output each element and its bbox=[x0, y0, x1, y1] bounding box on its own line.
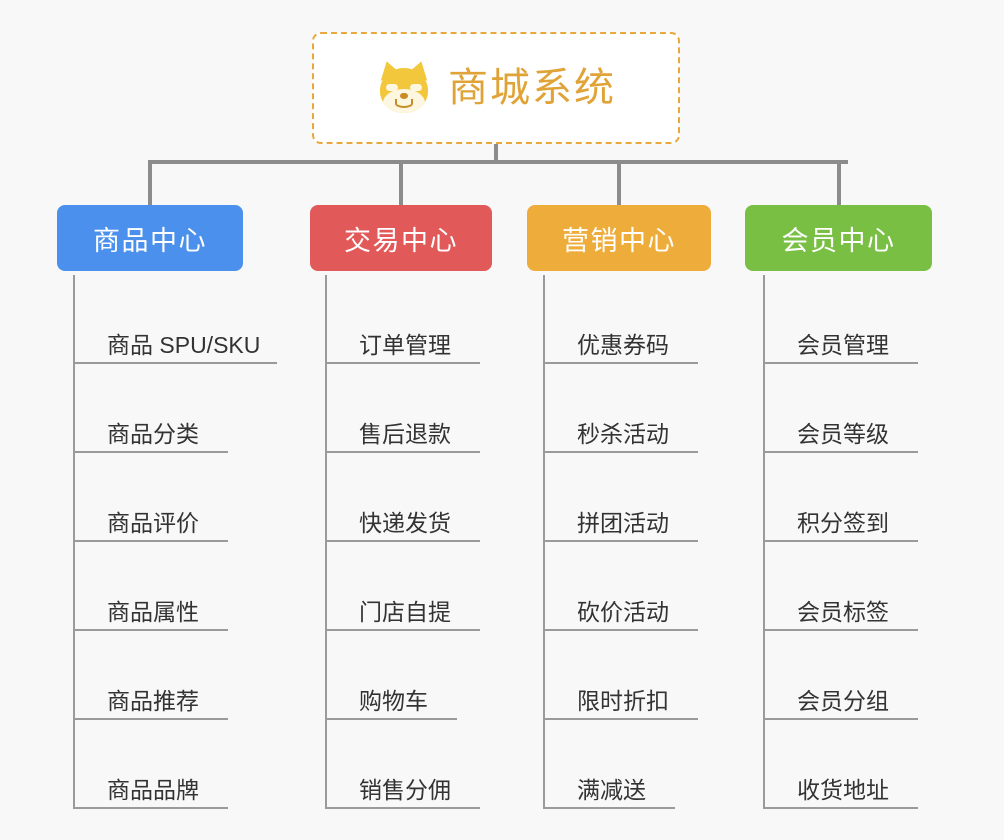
connector-drop-product-center bbox=[148, 160, 152, 208]
leaf-underline bbox=[325, 362, 480, 364]
category-box-marketing-center[interactable]: 营销中心 bbox=[527, 205, 711, 271]
leaf-item[interactable]: 商品评价 bbox=[73, 453, 278, 542]
leaf-label: 快递发货 bbox=[359, 510, 451, 536]
leaf-item[interactable]: 会员等级 bbox=[763, 364, 918, 453]
leaf-item[interactable]: 快递发货 bbox=[325, 453, 480, 542]
leaf-underline bbox=[763, 807, 918, 809]
leaf-underline bbox=[73, 540, 228, 542]
leaf-list-product-center: 商品 SPU/SKU 商品分类商品评价商品属性商品推荐商品品牌 bbox=[73, 275, 278, 809]
leaf-label: 订单管理 bbox=[359, 332, 451, 358]
connector-drop-trade-center bbox=[399, 160, 403, 208]
leaf-underline bbox=[763, 362, 918, 364]
leaf-label: 收货地址 bbox=[797, 777, 889, 803]
leaf-label: 购物车 bbox=[359, 688, 428, 714]
leaf-underline bbox=[73, 362, 277, 364]
leaf-item[interactable]: 商品推荐 bbox=[73, 631, 278, 720]
root-title: 商城系统 bbox=[448, 66, 616, 110]
leaf-underline bbox=[763, 629, 918, 631]
leaf-label: 会员等级 bbox=[797, 421, 889, 447]
leaf-label: 商品分类 bbox=[107, 421, 199, 447]
leaf-underline bbox=[763, 451, 918, 453]
leaf-item[interactable]: 销售分佣 bbox=[325, 720, 480, 809]
leaf-item[interactable]: 秒杀活动 bbox=[543, 364, 698, 453]
leaf-item[interactable]: 会员管理 bbox=[763, 275, 918, 364]
connector-drop-marketing-center bbox=[617, 160, 621, 208]
leaf-underline bbox=[543, 362, 698, 364]
leaf-item[interactable]: 商品 SPU/SKU bbox=[73, 275, 278, 364]
category-label: 交易中心 bbox=[344, 225, 458, 256]
leaf-underline bbox=[73, 629, 228, 631]
leaf-label: 销售分佣 bbox=[359, 777, 451, 803]
root-node[interactable]: 商城系统 bbox=[312, 32, 680, 144]
leaf-label: 优惠券码 bbox=[577, 332, 669, 358]
connector-stem bbox=[494, 144, 498, 164]
leaf-item[interactable]: 商品分类 bbox=[73, 364, 278, 453]
leaf-underline bbox=[325, 718, 457, 720]
leaf-trunk bbox=[325, 275, 327, 809]
leaf-item[interactable]: 订单管理 bbox=[325, 275, 480, 364]
leaf-underline bbox=[543, 718, 698, 720]
leaf-item[interactable]: 拼团活动 bbox=[543, 453, 698, 542]
leaf-underline bbox=[325, 451, 480, 453]
leaf-label: 门店自提 bbox=[359, 599, 451, 625]
leaf-label: 商品品牌 bbox=[107, 777, 199, 803]
leaf-label: 售后退款 bbox=[359, 421, 451, 447]
leaf-label: 满减送 bbox=[577, 777, 646, 803]
leaf-item[interactable]: 收货地址 bbox=[763, 720, 918, 809]
leaf-list-marketing-center: 优惠券码秒杀活动拼团活动砍价活动限时折扣满减送 bbox=[543, 275, 698, 809]
leaf-label: 拼团活动 bbox=[577, 510, 669, 536]
leaf-underline bbox=[543, 629, 698, 631]
leaf-underline bbox=[73, 718, 228, 720]
leaf-trunk bbox=[543, 275, 545, 809]
leaf-underline bbox=[543, 451, 698, 453]
leaf-label: 砍价活动 bbox=[577, 599, 669, 625]
category-label: 商品中心 bbox=[93, 225, 207, 256]
leaf-label: 商品 SPU/SKU bbox=[107, 332, 261, 358]
leaf-trunk bbox=[73, 275, 75, 809]
leaf-underline bbox=[325, 807, 480, 809]
category-label: 营销中心 bbox=[562, 225, 676, 256]
leaf-label: 积分签到 bbox=[797, 510, 889, 536]
leaf-label: 会员分组 bbox=[797, 688, 889, 714]
leaf-item[interactable]: 购物车 bbox=[325, 631, 469, 720]
leaf-underline bbox=[325, 629, 480, 631]
leaf-label: 会员标签 bbox=[797, 599, 889, 625]
leaf-item[interactable]: 售后退款 bbox=[325, 364, 480, 453]
leaf-item[interactable]: 商品属性 bbox=[73, 542, 278, 631]
leaf-underline bbox=[763, 718, 918, 720]
connector-drop-member-center bbox=[837, 160, 841, 208]
category-box-member-center[interactable]: 会员中心 bbox=[745, 205, 932, 271]
leaf-label: 商品属性 bbox=[107, 599, 199, 625]
leaf-list-trade-center: 订单管理售后退款快递发货门店自提购物车销售分佣 bbox=[325, 275, 480, 809]
category-label: 会员中心 bbox=[781, 225, 896, 256]
shiba-dog-icon bbox=[376, 58, 432, 116]
category-box-product-center[interactable]: 商品中心 bbox=[57, 205, 243, 271]
leaf-item[interactable]: 会员标签 bbox=[763, 542, 918, 631]
leaf-trunk bbox=[763, 275, 765, 809]
leaf-item[interactable]: 限时折扣 bbox=[543, 631, 698, 720]
leaf-item[interactable]: 门店自提 bbox=[325, 542, 480, 631]
leaf-underline bbox=[325, 540, 480, 542]
leaf-label: 会员管理 bbox=[797, 332, 889, 358]
leaf-item[interactable]: 优惠券码 bbox=[543, 275, 698, 364]
leaf-underline bbox=[543, 540, 698, 542]
connector-bar bbox=[148, 160, 848, 164]
leaf-item[interactable]: 会员分组 bbox=[763, 631, 918, 720]
leaf-label: 秒杀活动 bbox=[577, 421, 669, 447]
leaf-list-member-center: 会员管理会员等级积分签到会员标签会员分组收货地址 bbox=[763, 275, 918, 809]
leaf-underline bbox=[73, 807, 228, 809]
leaf-underline bbox=[73, 451, 228, 453]
leaf-label: 商品推荐 bbox=[107, 688, 199, 714]
leaf-underline bbox=[543, 807, 675, 809]
leaf-label: 限时折扣 bbox=[577, 688, 669, 714]
leaf-item[interactable]: 满减送 bbox=[543, 720, 687, 809]
leaf-underline bbox=[763, 540, 918, 542]
leaf-item[interactable]: 商品品牌 bbox=[73, 720, 278, 809]
category-box-trade-center[interactable]: 交易中心 bbox=[310, 205, 492, 271]
leaf-item[interactable]: 砍价活动 bbox=[543, 542, 698, 631]
leaf-label: 商品评价 bbox=[107, 510, 199, 536]
leaf-item[interactable]: 积分签到 bbox=[763, 453, 918, 542]
